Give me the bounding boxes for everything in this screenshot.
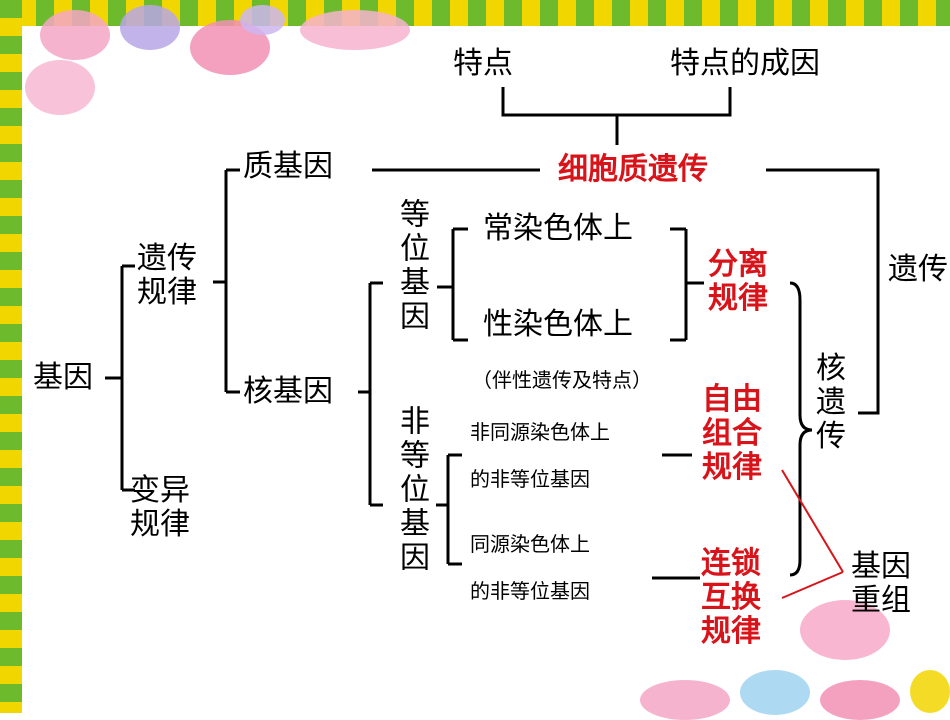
node-nonhomologous-line2: 的非等位基因 [470, 467, 590, 491]
node-linkage-crossover-law: 连锁互换规律 [701, 546, 761, 649]
flower-decoration [40, 10, 110, 60]
node-gene: 基因 [33, 360, 93, 395]
node-autosome: 常染色体上 [483, 211, 633, 246]
flower-decoration [740, 670, 810, 715]
node-allele: 等位基因 [394, 198, 429, 334]
butterfly-decoration [800, 600, 890, 660]
node-heredity-law: 遗传规律 [137, 241, 197, 310]
decorative-left-border [0, 0, 22, 713]
flower-decoration [910, 670, 950, 713]
node-inheritance: 遗传 [888, 252, 948, 287]
node-nonallele: 非等位基因 [394, 405, 429, 575]
flower-decoration [25, 60, 95, 115]
node-homologous-line2: 的非等位基因 [470, 579, 590, 603]
node-sex-linked-note: （伴性遗传及特点） [472, 368, 652, 392]
node-features: 特点 [453, 46, 513, 81]
node-cytoplasmic-gene: 质基因 [243, 149, 333, 184]
flower-decoration [120, 5, 180, 50]
node-sex-chromosome: 性染色体上 [483, 307, 633, 342]
node-cytoplasmic-inheritance: 细胞质遗传 [558, 152, 708, 187]
flower-decoration [240, 5, 285, 35]
butterfly-decoration [300, 10, 410, 50]
node-homologous-line1: 同源染色体上 [470, 532, 590, 556]
node-nuclear-inheritance: 核遗传 [816, 351, 846, 454]
node-segregation-law: 分离规律 [708, 247, 768, 316]
node-feature-causes: 特点的成因 [670, 46, 820, 81]
node-variation-law: 变异规律 [130, 473, 190, 542]
node-nuclear-gene: 核基因 [243, 374, 333, 409]
node-independent-assortment-law: 自由组合规律 [702, 382, 762, 485]
node-nonhomologous-line1: 非同源染色体上 [470, 420, 610, 444]
node-gene-recombination: 基因重组 [851, 549, 911, 618]
